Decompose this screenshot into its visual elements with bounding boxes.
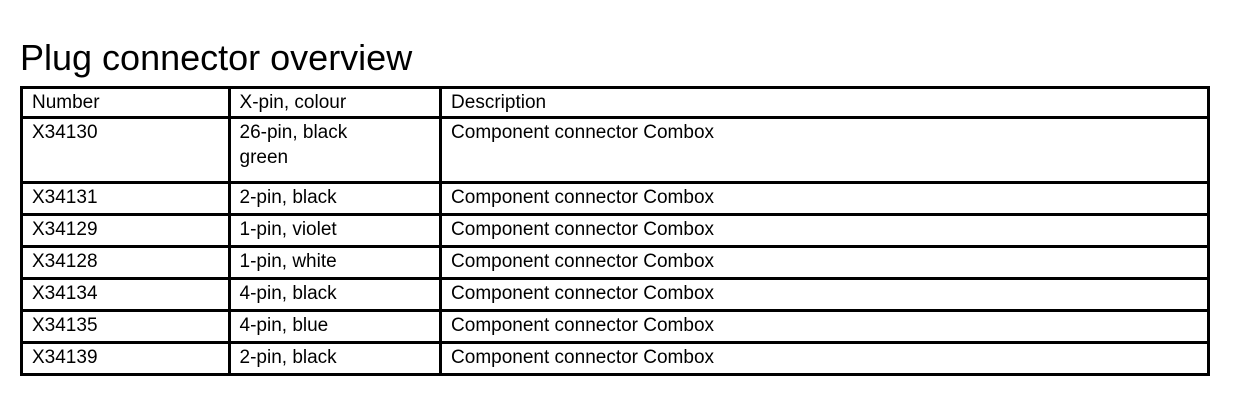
cell-description: Component connector Combox	[439, 341, 1210, 376]
cell-description: Component connector Combox	[439, 116, 1210, 184]
cell-xpin-colour: 4-pin, black	[227, 277, 443, 312]
cell-description: Component connector Combox	[439, 245, 1210, 280]
cell-description: Component connector Combox	[439, 277, 1210, 312]
cell-number: X34130	[20, 116, 231, 184]
cell-description: Component connector Combox	[439, 213, 1210, 248]
table-header-row: Number X-pin, colour Description	[20, 86, 1210, 119]
cell-xpin-colour: 2-pin, black	[227, 181, 443, 216]
cell-xpin-colour: 1-pin, white	[227, 245, 443, 280]
table-header: Number X-pin, colour Description	[20, 86, 1210, 119]
cell-number: X34134	[20, 277, 231, 312]
cell-xpin-colour: 2-pin, black	[227, 341, 443, 376]
cell-xpin-colour: 26-pin, black green	[227, 116, 443, 184]
cell-xpin-colour: 4-pin, blue	[227, 309, 443, 344]
cell-description: Component connector Combox	[439, 309, 1210, 344]
column-header-description: Description	[439, 86, 1210, 119]
cell-xpin-colour: 1-pin, violet	[227, 213, 443, 248]
column-header-number: Number	[20, 86, 231, 119]
cell-number: X34129	[20, 213, 231, 248]
cell-number: X34131	[20, 181, 231, 216]
cell-number: X34139	[20, 341, 231, 376]
cell-number: X34135	[20, 309, 231, 344]
cell-description: Component connector Combox	[439, 181, 1210, 216]
page-title: Plug connector overview	[20, 37, 413, 79]
column-header-xpin-colour: X-pin, colour	[227, 86, 443, 119]
cell-number: X34128	[20, 245, 231, 280]
